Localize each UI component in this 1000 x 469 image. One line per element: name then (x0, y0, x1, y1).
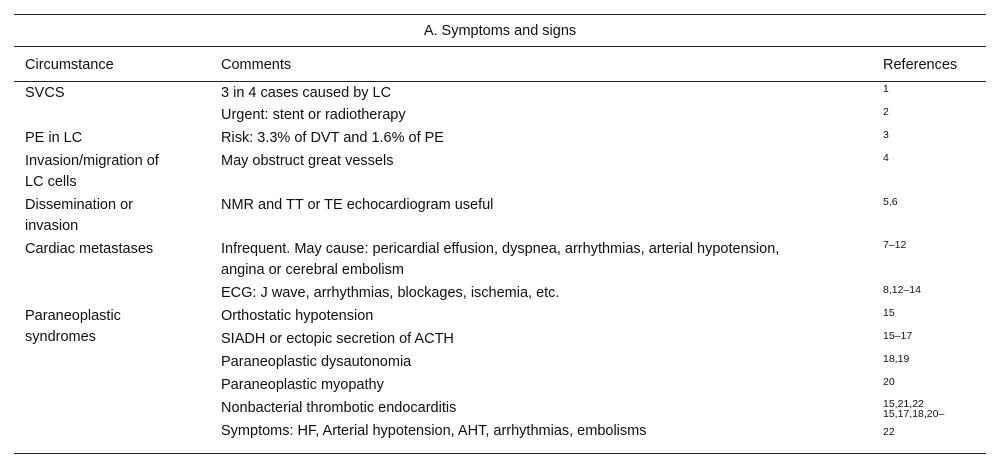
comment-cell: Infrequent. May cause: pericardial effus… (221, 241, 780, 257)
reference-cell: 8,12–14 (883, 284, 921, 296)
reference-cell: 15,17,18,20– (883, 408, 945, 420)
comment-cell: Risk: 3.3% of DVT and 1.6% of PE (221, 130, 444, 146)
reference-cell: 2 (883, 106, 889, 118)
reference-cell: 18,19 (883, 353, 910, 365)
reference-cell-continued: 22 (883, 426, 895, 438)
comment-cell: May obstruct great vessels (221, 153, 394, 169)
comment-cell: SIADH or ectopic secretion of ACTH (221, 331, 454, 347)
reference-cell: 4 (883, 152, 889, 164)
comment-cell: ECG: J wave, arrhythmias, blockages, isc… (221, 285, 560, 301)
reference-cell: 15–17 (883, 330, 913, 342)
comment-cell: NMR and TT or TE echocardiogram useful (221, 197, 494, 213)
reference-cell: 15 (883, 307, 895, 319)
comment-cell: Paraneoplastic dysautonomia (221, 354, 412, 370)
comment-cell: Nonbacterial thrombotic endocarditis (221, 400, 457, 416)
comment-cell: Orthostatic hypotension (221, 308, 374, 324)
reference-cell: 3 (883, 129, 889, 141)
circumstance-invasion-line1: Invasion/migration of (25, 153, 159, 169)
circumstance-paraneoplastic-line1: Paraneoplastic (25, 308, 121, 324)
reference-cell: 20 (883, 376, 895, 388)
circumstance-pe-in-lc: PE in LC (25, 130, 83, 146)
table-top-rule (14, 14, 986, 15)
comment-cell: Urgent: stent or radiotherapy (221, 107, 406, 123)
header-circumstance: Circumstance (25, 57, 114, 73)
header-references: References (883, 57, 958, 73)
reference-cell: 15,21,22 (883, 398, 924, 410)
reference-cell: 1 (883, 83, 889, 95)
comment-cell: Paraneoplastic myopathy (221, 377, 384, 393)
header-comments: Comments (221, 57, 292, 73)
table-title: A. Symptoms and signs (423, 23, 577, 39)
title-divider (14, 46, 986, 47)
table-bottom-rule (14, 453, 986, 454)
circumstance-svcs: SVCS (25, 85, 65, 101)
comment-cell: 3 in 4 cases caused by LC (221, 85, 392, 101)
reference-cell: 7–12 (883, 239, 907, 251)
circumstance-cardiac-metastases: Cardiac metastases (25, 241, 154, 257)
header-divider (14, 81, 986, 82)
comment-cell-continued: angina or cerebral embolism (221, 262, 404, 278)
circumstance-invasion-line2: LC cells (25, 174, 77, 190)
circumstance-dissemination-line2: invasion (25, 218, 79, 234)
comment-cell: Symptoms: HF, Arterial hypotension, AHT,… (221, 423, 647, 439)
reference-cell: 5,6 (883, 196, 898, 208)
circumstance-paraneoplastic-line2: syndromes (25, 329, 96, 345)
circumstance-dissemination-line1: Dissemination or (25, 197, 133, 213)
